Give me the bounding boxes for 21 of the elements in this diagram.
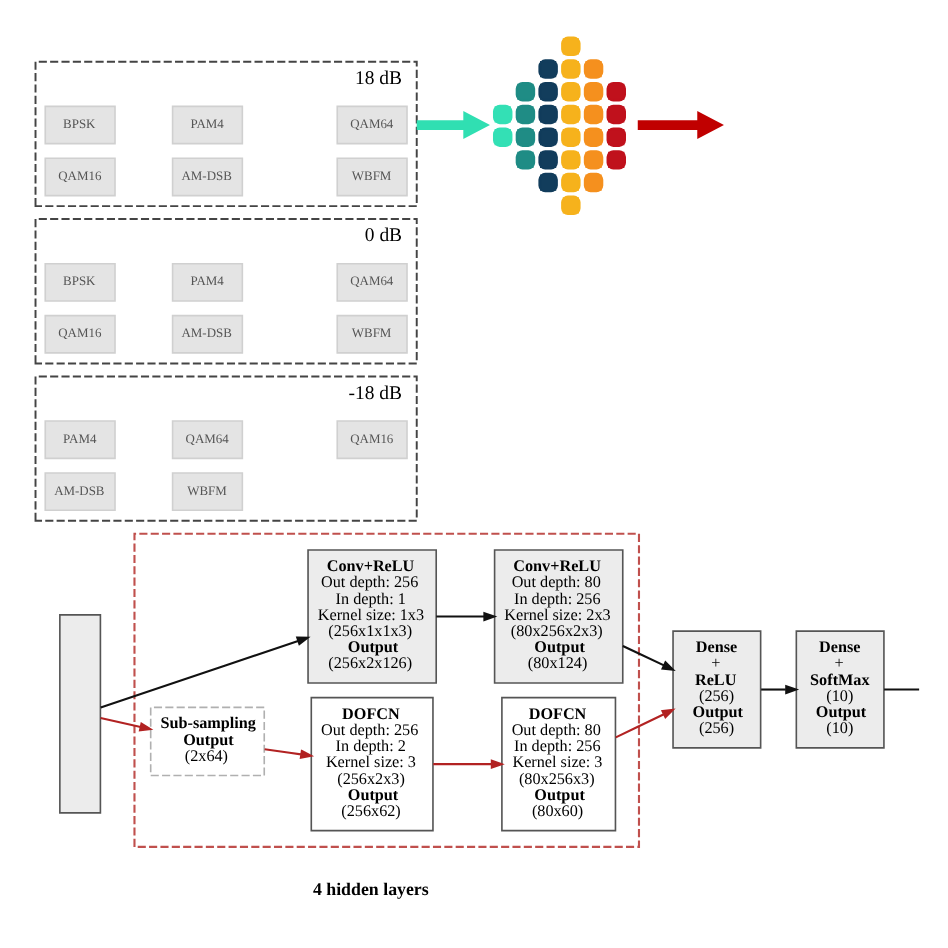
arrow <box>264 747 315 759</box>
arrow <box>433 758 505 769</box>
arrow <box>615 707 676 738</box>
node-box: Sub-sampling Output (2x64) <box>149 705 266 776</box>
node-box: Conv+ReLU Out depth: 80 In depth: 256 Kernel size: 2x3 (80x256x2x3) Output (80x124) <box>493 548 624 683</box>
connector <box>884 687 920 690</box>
node-box: Conv+ReLU Out depth: 256 In depth: 1 Kernel size: 1x3 (256x1x1x3) Output (256x2x126) <box>307 548 437 683</box>
arrow <box>761 683 800 694</box>
node-box: DOFCN Out depth: 256 In depth: 2 Kernel size: 3 (256x2x3) Output (256x62) <box>310 695 434 831</box>
cluster <box>133 531 641 847</box>
arrow <box>100 635 311 708</box>
label: 4 hidden layers <box>312 878 429 899</box>
node-box: Dense + SoftMax (10) Output (10) <box>795 629 885 748</box>
arrow <box>416 110 490 138</box>
arrow <box>637 110 724 138</box>
node-box <box>59 613 102 813</box>
arrow <box>622 644 676 670</box>
node-box: DOFCN Out depth: 80 In depth: 256 Kernel size: 3 (80x256x3) Output (80x60) <box>501 695 617 831</box>
arrow <box>436 610 498 621</box>
node-box: Dense + ReLU (256) Output (256) <box>672 629 762 748</box>
arrow <box>100 716 154 731</box>
